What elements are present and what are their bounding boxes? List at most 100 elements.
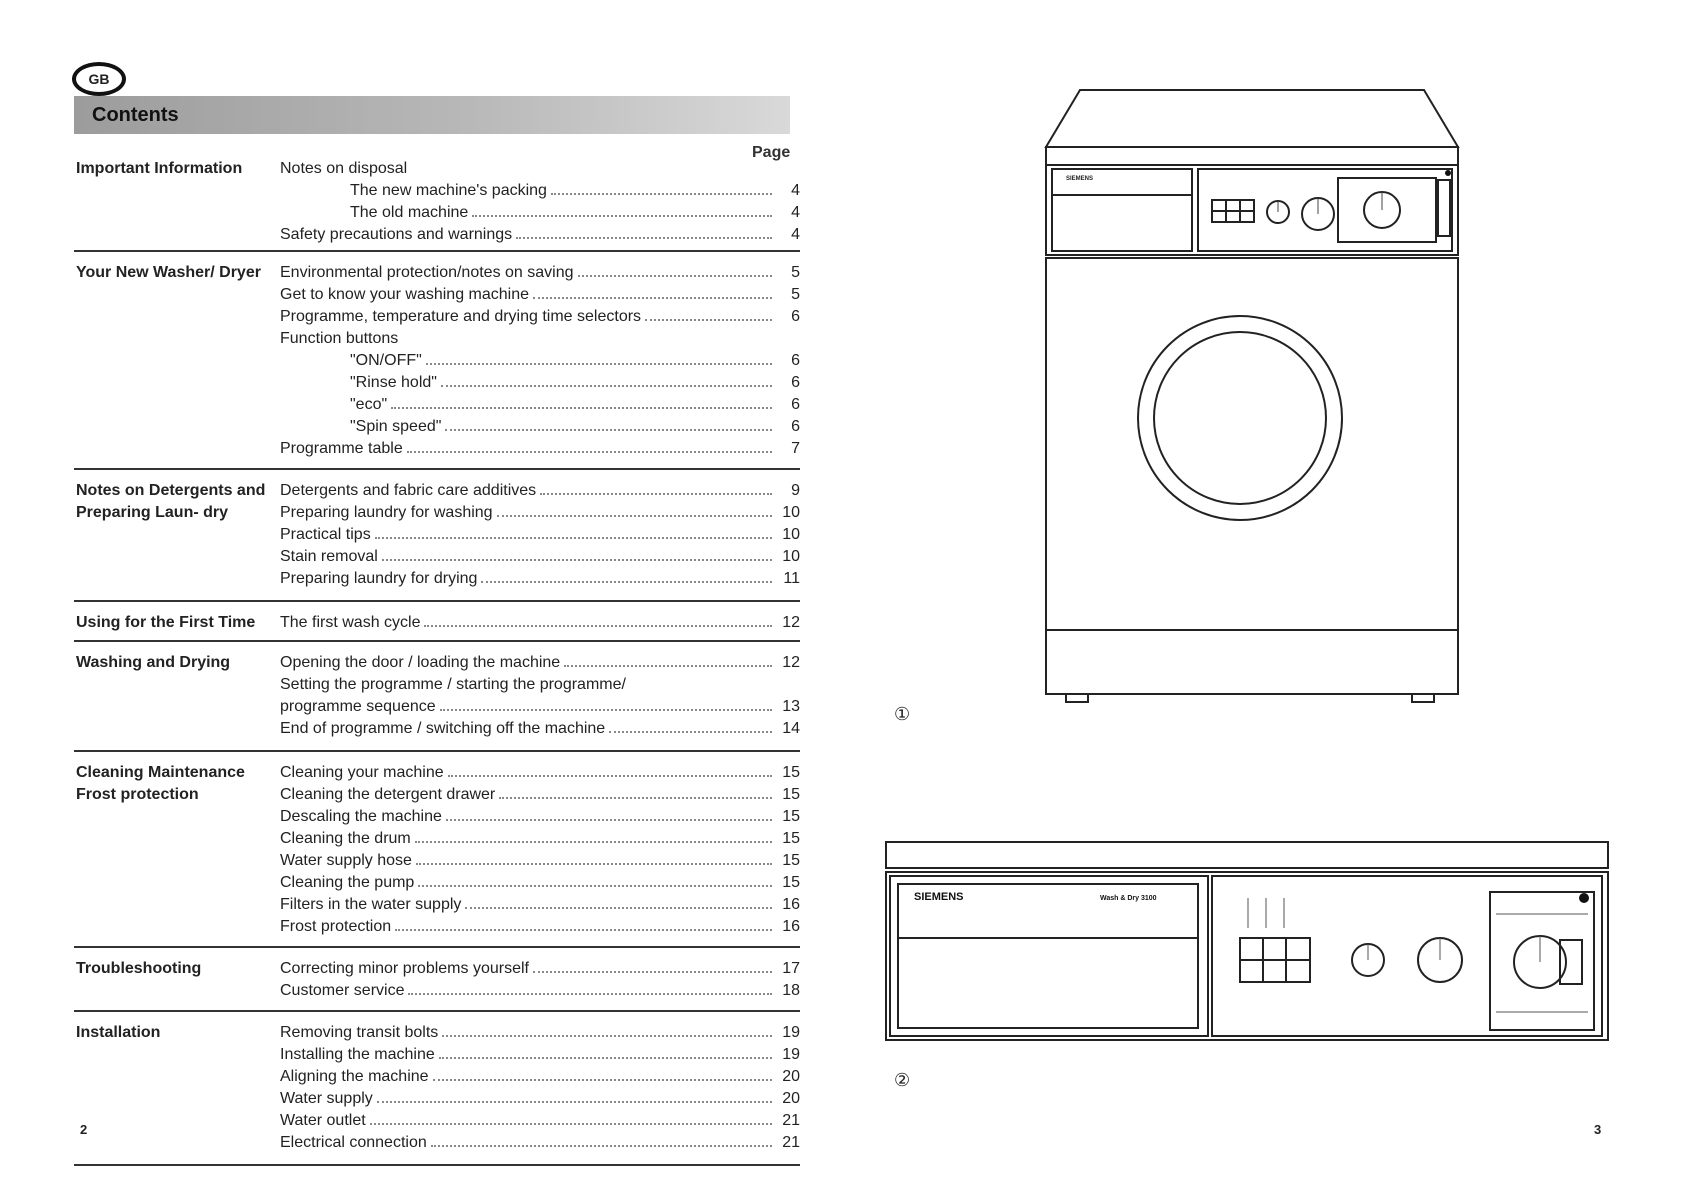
- dot-leader: [374, 537, 772, 539]
- small-brand-label: SIEMENS: [1066, 176, 1093, 182]
- contents-heading: Contents: [74, 96, 790, 134]
- toc-section: Using for the First Time The first wash c…: [74, 602, 800, 642]
- toc-entry-text: Customer service: [280, 980, 409, 1002]
- toc-entry: "Rinse hold"6: [280, 372, 800, 394]
- toc-entry: "ON/OFF" 6: [280, 350, 800, 372]
- toc-section-title: Washing and Drying: [76, 654, 231, 671]
- dot-leader: [369, 1123, 772, 1125]
- toc-entry-text: "ON/OFF": [350, 350, 426, 372]
- toc-entry-text: The first wash cycle: [280, 612, 425, 634]
- toc-entry-text: "eco": [350, 394, 392, 416]
- dot-leader: [415, 863, 772, 865]
- dot-leader: [438, 1057, 772, 1059]
- dot-leader: [499, 797, 772, 799]
- toc-section: Notes on Detergents and Preparing Laun- …: [74, 470, 800, 602]
- toc-entry-text: Water outlet: [280, 1110, 370, 1132]
- toc-section-title: Using for the First Time: [76, 614, 256, 631]
- toc-entry-text: Preparing laundry for drying: [280, 568, 482, 590]
- toc-entry-text: Practical tips: [280, 524, 375, 546]
- dot-leader: [465, 907, 772, 909]
- toc-entry-text: Programme, temperature and drying time s…: [280, 306, 646, 328]
- toc-entry: Setting the programme / starting the pro…: [280, 674, 800, 696]
- toc-entry-text: Filters in the water supply: [280, 894, 466, 916]
- toc-entry-page: 18: [782, 982, 800, 999]
- dot-leader: [440, 385, 772, 387]
- dot-leader: [406, 451, 772, 453]
- toc-entry-text: Safety precautions and warnings: [280, 224, 517, 246]
- toc-entry-text: Environmental protection/notes on saving: [280, 262, 578, 284]
- dot-leader: [445, 429, 772, 431]
- toc-entry: Programme, temperature and drying time s…: [280, 306, 800, 328]
- toc-entry-page: 17: [782, 960, 800, 977]
- toc-entry-page: 21: [782, 1112, 800, 1129]
- dot-leader: [564, 665, 772, 667]
- toc-section-title: Troubleshooting: [76, 960, 202, 977]
- toc-entry-page: 15: [782, 852, 800, 869]
- toc-entry-page: 13: [782, 698, 800, 715]
- toc-entry-page: 5: [791, 286, 800, 303]
- dot-leader: [408, 993, 772, 995]
- washing-machine-illustration: SIEMENS: [1044, 89, 1460, 703]
- dot-leader: [414, 841, 772, 843]
- left-page-number: 2: [80, 1122, 88, 1137]
- dot-leader: [481, 581, 772, 583]
- toc-entry: Environmental protection/notes on saving…: [280, 262, 800, 284]
- right-page-number: 3: [1594, 1122, 1602, 1137]
- dot-leader: [472, 215, 772, 217]
- toc-entry: Safety precautions and warnings 4: [280, 224, 800, 246]
- toc-section: Washing and Drying Opening the door / loa…: [74, 642, 800, 752]
- dot-leader: [609, 731, 772, 733]
- toc-entry-page: 4: [791, 226, 800, 243]
- toc-entry-page: 15: [782, 764, 800, 781]
- dot-leader: [532, 971, 772, 973]
- toc-entry-page: 10: [782, 526, 800, 543]
- page-column-header: Page: [752, 144, 791, 161]
- toc-entry-page: 12: [782, 614, 800, 631]
- dot-leader: [533, 297, 772, 299]
- dot-leader: [425, 363, 772, 365]
- toc-entry: "Spin speed"6: [280, 416, 800, 438]
- toc-entry-text: Detergents and fabric care additives: [280, 480, 541, 502]
- toc-entry-text: "Rinse hold": [350, 372, 441, 394]
- toc-entry-page: 10: [782, 504, 800, 521]
- dot-leader: [432, 1079, 772, 1081]
- toc-entry-text: Get to know your washing machine: [280, 284, 534, 306]
- toc-entry-text: Opening the door / loading the machine: [280, 652, 565, 674]
- toc-section: Troubleshooting Correcting minor problems…: [74, 948, 800, 1012]
- panel-model-label: Wash & Dry 3100: [1100, 895, 1157, 902]
- toc-entry-text: Electrical connection: [280, 1132, 431, 1154]
- toc-entry-page: 20: [782, 1090, 800, 1107]
- toc-entry-page: 16: [782, 918, 800, 935]
- right-page: SIEMENS ①: [842, 0, 1684, 1190]
- dot-leader: [391, 407, 772, 409]
- toc-entry-page: 15: [782, 874, 800, 891]
- dot-leader: [442, 1035, 772, 1037]
- language-badge: GB: [72, 62, 126, 96]
- toc-entry-text: Water supply hose: [280, 850, 416, 872]
- toc-section-title: Your New Washer/ Dryer: [76, 264, 261, 281]
- toc-entry-page: 7: [791, 440, 800, 457]
- dot-leader: [447, 775, 772, 777]
- toc-entry-text: Programme table: [280, 438, 407, 460]
- toc-entry-text: Stain removal: [280, 546, 382, 568]
- dot-leader: [540, 493, 772, 495]
- toc-entry-page: 6: [791, 352, 800, 369]
- toc-entry-text: Cleaning the drum: [280, 828, 415, 850]
- toc-entry-text: Aligning the machine: [280, 1066, 433, 1088]
- dot-leader: [496, 515, 772, 517]
- toc-section-title: Important Information: [76, 160, 243, 177]
- toc-entry: Programme table 7: [280, 438, 800, 460]
- toc-entry-text: The new machine's packing: [350, 180, 551, 202]
